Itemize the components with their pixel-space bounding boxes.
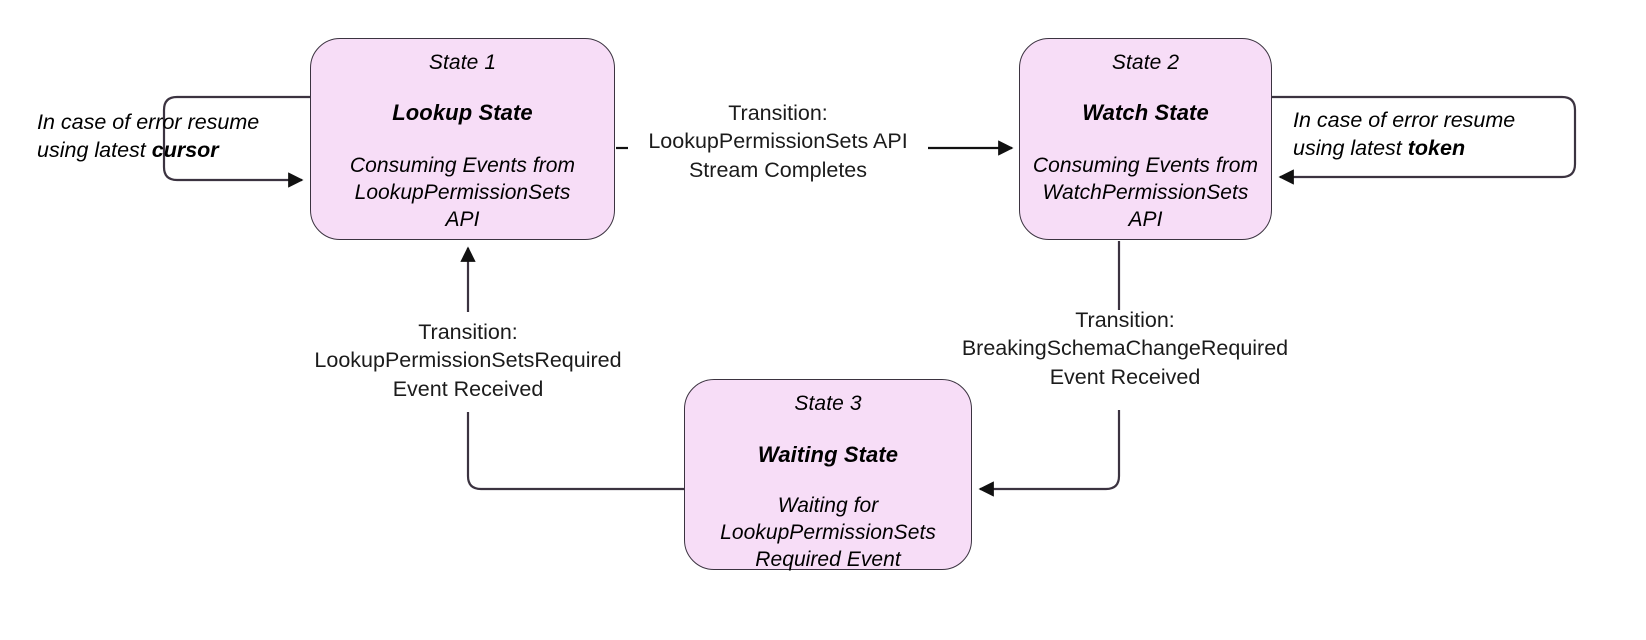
edge-watch-error-loop [1272, 95, 1577, 185]
transition-label-lookup-to-watch: Transition: LookupPermissionSets API Str… [628, 99, 928, 185]
state-index-label: State 1 [428, 51, 497, 74]
state-node-lookup-state[interactable]: State 1 Lookup State Consuming Events fr… [310, 38, 615, 240]
self-loop-note-prefix: In case of error resume using latest [37, 110, 260, 163]
edge-waiting-to-lookup [460, 246, 684, 491]
self-loop-note-emphasis: cursor [151, 138, 219, 163]
self-loop-note-watch-token: In case of error resume using latest tok… [1293, 106, 1543, 163]
transition-label-watch-to-waiting: Transition: BreakingSchemaChangeRequired… [961, 308, 1289, 389]
state-node-watch-state[interactable]: State 2 Watch State Consuming Events fro… [1019, 38, 1272, 240]
self-loop-note-prefix: In case of error resume using latest [1293, 108, 1516, 161]
state-title: Watch State [1082, 100, 1209, 126]
state-description: Consuming Events from WatchPermissionSet… [1032, 153, 1259, 232]
state-index-label: State 2 [1111, 51, 1180, 74]
state-node-waiting-state[interactable]: State 3 Waiting State Waiting for Lookup… [684, 379, 972, 571]
edge-lookup-error-loop [162, 95, 310, 188]
self-loop-note-emphasis: token [1407, 136, 1466, 161]
self-loop-note-lookup-cursor: In case of error resume using latest cur… [37, 108, 287, 165]
transition-label-waiting-to-lookup: Transition: LookupPermissionSetsRequired… [314, 320, 622, 401]
state-index-label: State 3 [794, 392, 862, 415]
edge-watch-to-waiting [978, 241, 1121, 497]
state-description: Consuming Events from LookupPermissionSe… [349, 153, 576, 232]
state-title: Waiting State [757, 442, 899, 468]
state-title: Lookup State [392, 100, 533, 126]
state-description: Waiting for LookupPermissionSets Require… [720, 493, 936, 572]
